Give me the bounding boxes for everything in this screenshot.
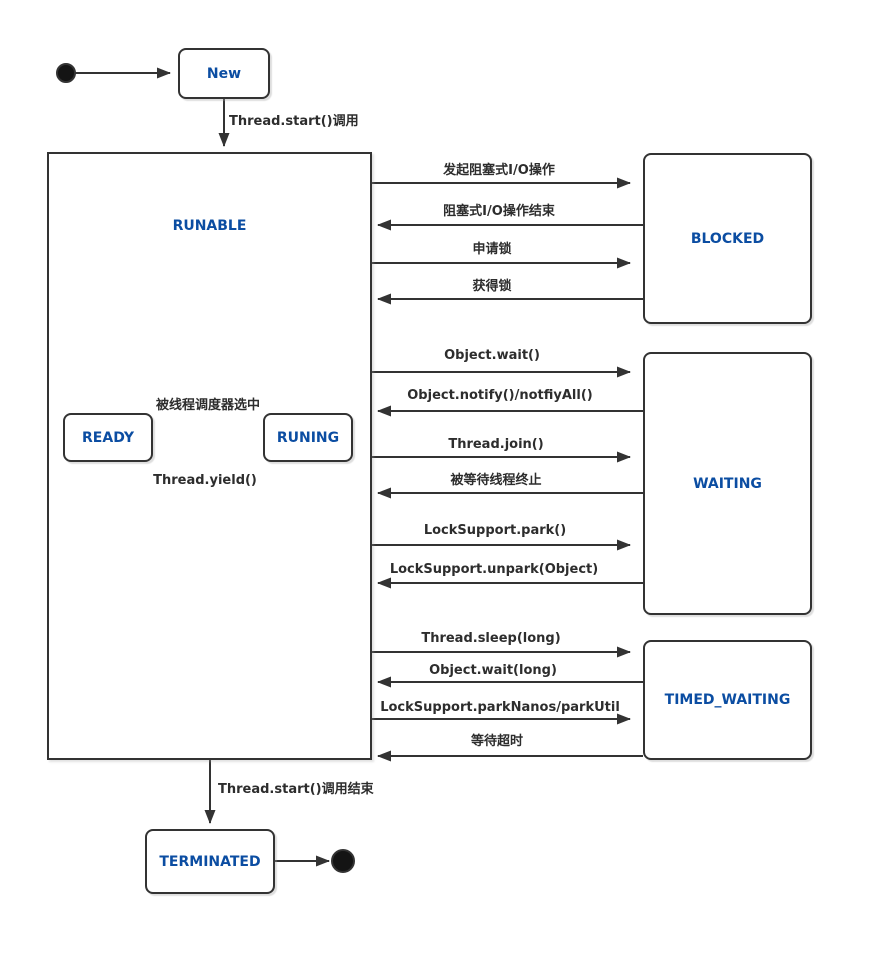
state-runable-label: RUNABLE xyxy=(172,218,247,234)
edge-label-timed-to-runable-wait: Object.wait(long) xyxy=(429,663,557,678)
state-new: New xyxy=(178,48,270,99)
state-timed-waiting-label: TIMED_WAITING xyxy=(664,692,791,708)
state-new-label: New xyxy=(206,65,242,82)
initial-state-dot xyxy=(56,63,76,83)
edge-label-runable-to-terminated: Thread.start()调用结束 xyxy=(218,782,374,797)
edge-label-waiting-to-runable-terminate: 被等待线程终止 xyxy=(450,473,542,488)
state-waiting-label: WAITING xyxy=(693,475,762,492)
state-waiting: WAITING xyxy=(643,352,812,615)
state-ready-label: READY xyxy=(82,429,134,446)
edge-label-runing-to-ready: Thread.yield() xyxy=(153,473,257,488)
edge-label-runable-to-blocked-lock: 申请锁 xyxy=(472,242,512,257)
edge-label-runable-to-timed-park: LockSupport.parkNanos/parkUtil xyxy=(380,700,620,715)
edge-label-blocked-to-runable-lock: 获得锁 xyxy=(472,279,512,294)
edge-label-runable-to-blocked-io: 发起阻塞式I/O操作 xyxy=(443,163,555,178)
final-state-dot xyxy=(331,849,355,873)
state-terminated-label: TERMINATED xyxy=(159,853,261,870)
edge-label-ready-to-runing: 被线程调度器选中 xyxy=(155,398,261,413)
state-runing-label: RUNING xyxy=(276,429,340,446)
state-blocked-label: BLOCKED xyxy=(690,230,765,247)
edge-label-runable-to-waiting-join: Thread.join() xyxy=(448,437,544,452)
edge-label-new-to-runable: Thread.start()调用 xyxy=(229,114,359,129)
edge-label-runable-to-waiting-wait: Object.wait() xyxy=(444,348,540,363)
state-runing: RUNING xyxy=(263,413,353,462)
edge-label-timed-to-runable-timeout: 等待超时 xyxy=(470,734,524,749)
edge-label-runable-to-waiting-park: LockSupport.park() xyxy=(423,523,567,538)
state-timed-waiting: TIMED_WAITING xyxy=(643,640,812,760)
edge-label-waiting-to-runable-notify: Object.notify()/notfiyAll() xyxy=(407,388,593,403)
edge-label-blocked-to-runable-io: 阻塞式I/O操作结束 xyxy=(443,204,555,219)
state-blocked: BLOCKED xyxy=(643,153,812,324)
state-ready: READY xyxy=(63,413,153,462)
edge-label-runable-to-timed-sleep: Thread.sleep(long) xyxy=(421,631,561,646)
edge-label-waiting-to-runable-unpark: LockSupport.unpark(Object) xyxy=(389,562,599,577)
state-terminated: TERMINATED xyxy=(145,829,275,894)
